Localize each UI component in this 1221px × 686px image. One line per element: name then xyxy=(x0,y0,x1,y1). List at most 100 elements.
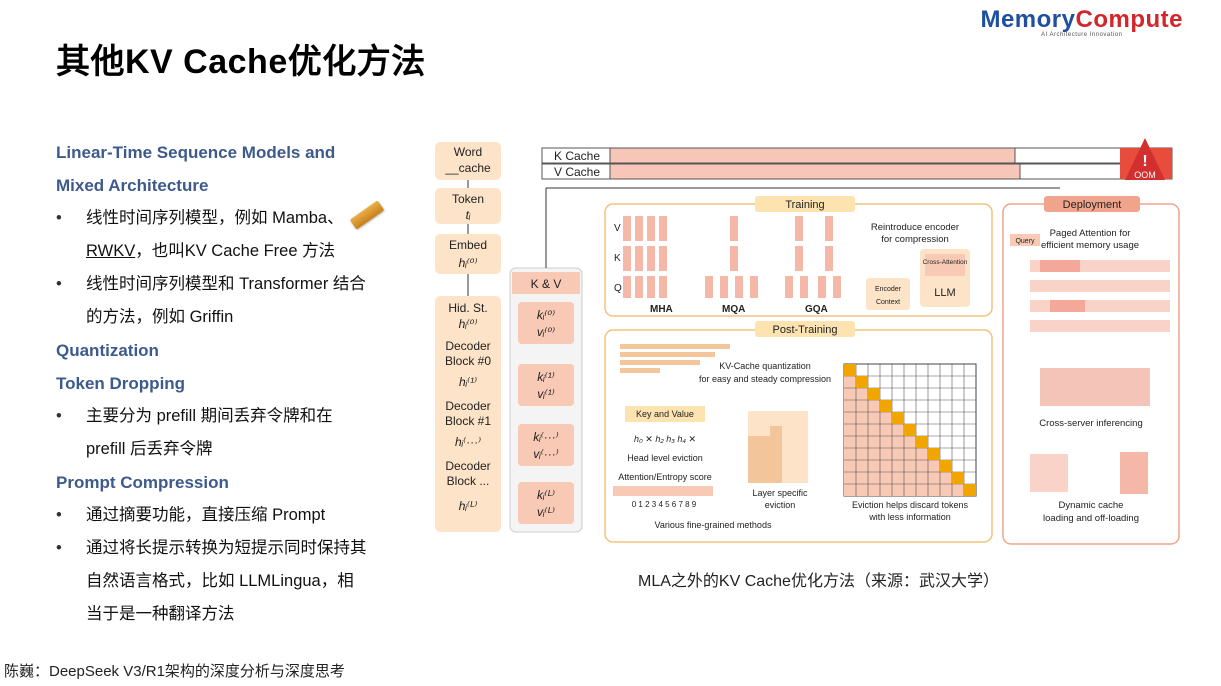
svg-text:hᵢ⁽¹⁾: hᵢ⁽¹⁾ xyxy=(459,375,477,389)
svg-text:Eviction helps discard tokens: Eviction helps discard tokens xyxy=(852,500,969,510)
svg-text:eviction: eviction xyxy=(765,500,796,510)
eviction-diagonal-cell xyxy=(904,424,916,436)
eviction-diagonal-cell xyxy=(928,448,940,460)
bullet-mamba: 线性时间序列模型，例如 Mamba、RWKV，也叫KV Cache Free 方… xyxy=(56,202,406,268)
svg-text:Block #0: Block #0 xyxy=(445,354,491,368)
svg-text:Block ...: Block ... xyxy=(447,474,490,488)
svg-text:K & V: K & V xyxy=(531,277,562,291)
bullet-llmlingua: 通过将长提示转换为短提示同时保持其自然语言格式，比如 LLMLingua，相当于… xyxy=(56,532,406,631)
svg-text:OOM: OOM xyxy=(1134,170,1156,180)
svg-text:Encoder: Encoder xyxy=(875,286,902,293)
eviction-diagonal-cell xyxy=(964,484,976,496)
svg-text:Block #1: Block #1 xyxy=(445,414,491,428)
eviction-diagonal-cell xyxy=(868,388,880,400)
svg-text:vᵢ⁽···⁾: vᵢ⁽···⁾ xyxy=(533,447,558,461)
svg-text:Decoder: Decoder xyxy=(445,459,490,473)
svg-text:kᵢ⁽¹⁾: kᵢ⁽¹⁾ xyxy=(537,370,554,384)
svg-text:K Cache: K Cache xyxy=(554,149,600,163)
svg-text:Various fine-grained methods: Various fine-grained methods xyxy=(655,520,772,530)
svg-text:V: V xyxy=(614,223,621,234)
pipeline-column: Word __cache Token tᵢ Embed hᵢ⁽⁰⁾ Hid. S… xyxy=(435,142,501,532)
svg-text:__cache: __cache xyxy=(444,161,491,175)
svg-text:Post-Training: Post-Training xyxy=(772,324,837,336)
svg-text:with less information: with less information xyxy=(868,512,951,522)
svg-text:for easy and steady compressio: for easy and steady compression xyxy=(699,374,831,384)
svg-text:Cross-server inferencing: Cross-server inferencing xyxy=(1039,418,1142,429)
svg-text:Decoder: Decoder xyxy=(445,399,490,413)
svg-text:h₀ ✕ h₂ h₃ h₄ ✕: h₀ ✕ h₂ h₃ h₄ ✕ xyxy=(634,434,696,444)
svg-text:hᵢ⁽ᴸ⁾: hᵢ⁽ᴸ⁾ xyxy=(459,499,478,513)
svg-text:Decoder: Decoder xyxy=(445,339,490,353)
svg-text:kᵢ⁽···⁾: kᵢ⁽···⁾ xyxy=(533,430,558,444)
deployment-panel: Deployment Query Paged Attention for eff… xyxy=(1003,196,1179,544)
heading-token-dropping: Token Dropping xyxy=(56,367,406,400)
svg-text:K: K xyxy=(614,253,621,264)
eviction-diagonal-cell xyxy=(940,460,952,472)
eviction-diagonal-cell xyxy=(916,436,928,448)
svg-text:Layer specific: Layer specific xyxy=(752,488,808,498)
svg-text:MQA: MQA xyxy=(722,304,745,315)
svg-text:tᵢ: tᵢ xyxy=(466,208,471,222)
svg-text:Context: Context xyxy=(876,299,900,306)
svg-text:hᵢ⁽⁰⁾: hᵢ⁽⁰⁾ xyxy=(459,256,478,270)
rwkv-link[interactable]: RWKV xyxy=(86,242,135,260)
svg-text:GQA: GQA xyxy=(805,304,828,315)
heading-prompt-compression: Prompt Compression xyxy=(56,466,406,499)
eviction-diagonal-cell xyxy=(952,472,964,484)
heading-linear: Linear-Time Sequence Models and xyxy=(56,136,406,169)
svg-text:vᵢ⁽ᴸ⁾: vᵢ⁽ᴸ⁾ xyxy=(537,505,555,519)
svg-text:Deployment: Deployment xyxy=(1063,199,1122,211)
svg-text:vᵢ⁽⁰⁾: vᵢ⁽⁰⁾ xyxy=(537,325,555,339)
svg-text:efficient memory usage: efficient memory usage xyxy=(1041,240,1139,251)
footer-note: 陈巍：DeepSeek V3/R1架构的深度分析与深度思考 xyxy=(4,660,345,681)
kv-cache-bars: K Cache V Cache ! OOM xyxy=(542,138,1172,180)
svg-text:Training: Training xyxy=(785,199,824,211)
svg-text:Q: Q xyxy=(614,283,622,294)
svg-text:for compression: for compression xyxy=(881,234,949,245)
eviction-diagonal-cell xyxy=(880,400,892,412)
svg-text:loading and off-loading: loading and off-loading xyxy=(1043,513,1139,524)
pencil-icon xyxy=(349,200,384,229)
logo: MemoryCompute AI Architecture Innovation xyxy=(980,6,1183,38)
eviction-diagonal-cell xyxy=(856,376,868,388)
svg-text:Hid. St.: Hid. St. xyxy=(448,301,487,315)
svg-text:vᵢ⁽¹⁾: vᵢ⁽¹⁾ xyxy=(537,387,554,401)
svg-text:hᵢ⁽···⁾: hᵢ⁽···⁾ xyxy=(455,435,481,449)
heading-linear-2: Mixed Architecture xyxy=(56,169,406,202)
svg-text:kᵢ⁽ᴸ⁾: kᵢ⁽ᴸ⁾ xyxy=(537,488,555,502)
training-panel: Training V K Q MHA MQA GQA Reintroduce enc… xyxy=(605,196,992,316)
figure-caption: MLA之外的KV Cache优化方法（来源：武汉大学） xyxy=(638,567,999,591)
svg-text:Reintroduce encoder: Reintroduce encoder xyxy=(871,222,959,233)
logo-memory: Memory xyxy=(980,6,1075,33)
bullet-list: Linear-Time Sequence Models and Mixed Ar… xyxy=(56,136,406,631)
kv-column: K & V kᵢ⁽⁰⁾ vᵢ⁽⁰⁾ kᵢ⁽¹⁾ vᵢ⁽¹⁾ kᵢ⁽···⁾ vᵢ… xyxy=(510,268,582,532)
svg-text:KV-Cache quantization: KV-Cache quantization xyxy=(719,361,811,371)
page-title: 其他KV Cache优化方法 xyxy=(56,34,426,83)
svg-text:MHA: MHA xyxy=(650,304,673,315)
svg-text:Paged Attention for: Paged Attention for xyxy=(1050,228,1131,239)
svg-text:Attention/Entropy score: Attention/Entropy score xyxy=(618,472,712,482)
svg-text:Key and Value: Key and Value xyxy=(636,409,694,419)
svg-text:V Cache: V Cache xyxy=(554,165,600,179)
svg-text:Word: Word xyxy=(454,145,482,159)
svg-text:LLM: LLM xyxy=(934,287,955,299)
svg-text:Embed: Embed xyxy=(449,238,487,252)
svg-text:hᵢ⁽⁰⁾: hᵢ⁽⁰⁾ xyxy=(459,317,478,331)
eviction-grid xyxy=(844,364,976,496)
svg-text:Dynamic cache: Dynamic cache xyxy=(1059,500,1124,511)
svg-text:kᵢ⁽⁰⁾: kᵢ⁽⁰⁾ xyxy=(537,308,555,322)
heading-quantization: Quantization xyxy=(56,334,406,367)
logo-compute: Compute xyxy=(1076,6,1184,33)
svg-text:Head level eviction: Head level eviction xyxy=(627,453,703,463)
svg-text:0 1 2 3 4 5 6 7 8 9: 0 1 2 3 4 5 6 7 8 9 xyxy=(632,500,697,509)
svg-text:!: ! xyxy=(1142,153,1147,170)
post-training-panel: Post-Training KV-Cache quantization for … xyxy=(605,321,992,542)
svg-text:Cross-Attention: Cross-Attention xyxy=(923,259,968,266)
eviction-diagonal-cell xyxy=(892,412,904,424)
svg-text:Token: Token xyxy=(452,192,484,206)
bullet-summary: 通过摘要功能，直接压缩 Prompt xyxy=(56,499,406,532)
svg-text:Query: Query xyxy=(1015,238,1035,245)
